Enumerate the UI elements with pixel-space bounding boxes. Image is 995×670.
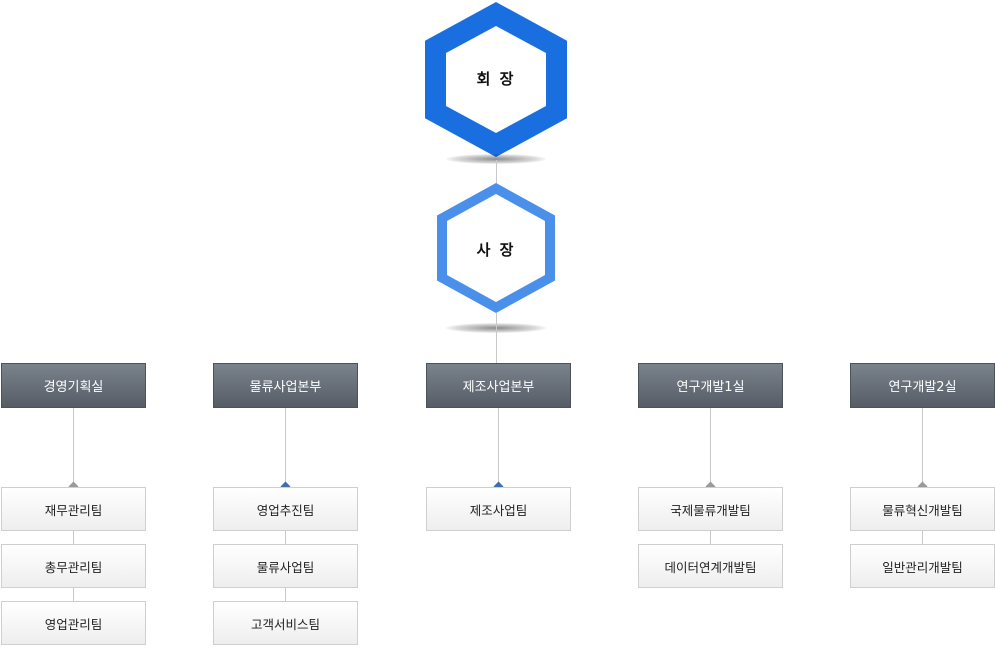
team-label: 고객서비스팀 — [250, 616, 320, 632]
team-label: 국제물류개발팀 — [670, 502, 751, 518]
team-label: 일반관리개발팀 — [882, 559, 963, 575]
dept-label: 제조사업본부 — [462, 380, 535, 395]
dept-label: 연구개발2실 — [888, 380, 957, 395]
dept-box: 물류사업본부 — [213, 363, 358, 408]
team-label: 데이터연계개발팀 — [664, 559, 757, 575]
dept-label: 물류사업본부 — [249, 380, 322, 395]
team-box: 영업추진팀 — [213, 487, 358, 531]
dept-label: 경영기획실 — [43, 380, 104, 395]
dept-connector — [498, 408, 499, 488]
team-label: 물류사업팀 — [256, 559, 315, 575]
team-box: 물류혁신개발팀 — [850, 487, 995, 531]
chairman-hexagon-icon — [425, 2, 567, 157]
team-box: 고객서비스팀 — [213, 601, 358, 645]
team-box: 국제물류개발팀 — [638, 487, 783, 531]
chairman-label: 회 장 — [476, 70, 516, 88]
team-box: 데이터연계개발팀 — [638, 544, 783, 588]
team-label: 영업관리팀 — [44, 616, 103, 632]
dept-box: 경영기획실 — [1, 363, 146, 408]
team-box: 영업관리팀 — [1, 601, 146, 645]
chairman-node: 회 장 — [425, 2, 567, 157]
team-box: 재무관리팀 — [1, 487, 146, 531]
team-label: 영업추진팀 — [256, 502, 315, 518]
connector-chairman-president — [496, 160, 497, 186]
connector-president-depts — [496, 313, 497, 363]
dept-box: 제조사업본부 — [426, 363, 571, 408]
team-label: 물류혁신개발팀 — [882, 502, 963, 518]
team-label: 제조사업팀 — [469, 502, 528, 518]
team-box: 물류사업팀 — [213, 544, 358, 588]
dept-label: 연구개발1실 — [676, 380, 745, 395]
team-box: 제조사업팀 — [426, 487, 571, 531]
team-label: 총무관리팀 — [44, 559, 103, 575]
dept-box: 연구개발2실 — [850, 363, 995, 408]
team-box: 총무관리팀 — [1, 544, 146, 588]
chairman-shadow — [446, 154, 546, 164]
dept-box: 연구개발1실 — [638, 363, 783, 408]
team-box: 일반관리개발팀 — [850, 544, 995, 588]
president-hexagon-icon — [437, 183, 555, 313]
president-node: 사 장 — [437, 183, 555, 313]
president-label: 사 장 — [476, 241, 516, 259]
team-label: 재무관리팀 — [44, 502, 103, 518]
